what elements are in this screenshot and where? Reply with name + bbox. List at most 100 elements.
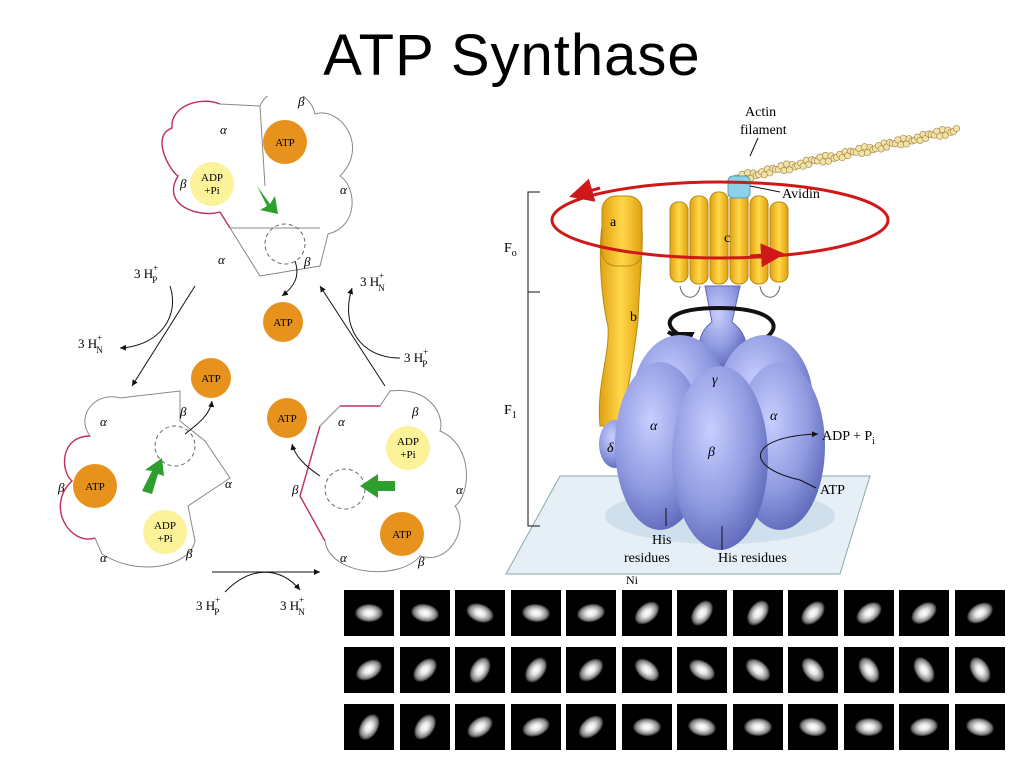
top-complex: ATP ADP +Pi α β β α α β xyxy=(161,96,353,277)
proton-label: 3 H+P xyxy=(196,595,220,616)
beta-label: β xyxy=(57,480,65,495)
video-frame xyxy=(843,590,894,636)
video-frame xyxy=(732,647,783,693)
alpha-label: α xyxy=(100,550,108,565)
fluorescent-spot xyxy=(686,715,718,739)
video-frame xyxy=(621,590,672,636)
alpha-label: α xyxy=(220,122,228,137)
proton-arrow-left xyxy=(119,285,174,351)
his-label: residues xyxy=(624,551,670,566)
atp-ball-free-bl xyxy=(191,358,231,398)
fluorescent-spot xyxy=(409,710,440,744)
his-label: His xyxy=(652,533,671,548)
fluorescent-spot xyxy=(851,597,886,629)
fluorescent-spot xyxy=(743,718,772,736)
video-frame xyxy=(788,647,838,693)
adp-ball-top xyxy=(190,162,234,206)
pi-label-top: +Pi xyxy=(204,185,219,197)
video-frame xyxy=(899,647,949,693)
b-subunit-label: b xyxy=(630,310,637,325)
adp-label-br: ADP xyxy=(397,436,419,448)
beta-label: β xyxy=(417,554,425,569)
avidin-label: Avidin xyxy=(782,187,820,202)
alpha-label-motor: α xyxy=(770,409,778,424)
fo-label: Fo xyxy=(504,241,517,259)
cycle-arrow-right xyxy=(319,285,386,387)
rotation-arrowhead xyxy=(749,243,785,268)
green-arrow xyxy=(257,186,278,214)
video-frame xyxy=(843,704,894,750)
proton-label: 3 H+N xyxy=(360,271,385,293)
video-frame xyxy=(510,590,561,636)
single-molecule-frames xyxy=(344,590,1005,758)
video-frame xyxy=(455,590,505,636)
video-frame xyxy=(732,590,783,636)
fluorescent-spot xyxy=(854,718,883,736)
beta-label: β xyxy=(411,404,419,419)
fluorescent-spot xyxy=(409,601,440,625)
atp-ball-br xyxy=(380,512,424,556)
video-frame xyxy=(566,590,616,636)
delta-label: δ xyxy=(607,441,614,456)
gamma-label: γ xyxy=(712,373,718,388)
fluorescent-spot xyxy=(465,653,495,687)
alpha-label: α xyxy=(340,182,348,197)
fluorescent-spot xyxy=(796,596,830,630)
actin-bead xyxy=(952,124,960,132)
actin-filament xyxy=(733,124,960,183)
video-frame xyxy=(621,647,672,693)
alpha-label: α xyxy=(225,476,233,491)
actin-label: filament xyxy=(740,123,787,138)
atp-ball-top xyxy=(263,120,307,164)
video-frame xyxy=(954,704,1005,750)
alpha-label: α xyxy=(456,482,464,497)
fluorescent-spot xyxy=(853,653,884,687)
fluorescent-spot xyxy=(520,602,551,624)
bottom-left-complex: ATP ADP +Pi α β β α α β xyxy=(57,390,233,568)
f1-bracket xyxy=(527,291,540,527)
fluorescent-spot xyxy=(907,597,941,629)
beta-label-motor: β xyxy=(707,445,715,460)
fluorescent-spot xyxy=(354,710,384,744)
atp-label-bl: ATP xyxy=(85,481,105,493)
video-frame xyxy=(399,590,450,636)
fluorescent-spot xyxy=(962,598,997,628)
alpha-label: α xyxy=(338,414,346,429)
proton-label: 3 H+N xyxy=(280,595,305,616)
fluorescent-spot xyxy=(797,715,829,739)
release-arrow-br xyxy=(290,443,321,477)
video-frame xyxy=(455,647,505,693)
fluorescent-spot xyxy=(355,604,383,622)
atp-ball-free-br xyxy=(267,398,307,438)
fluorescent-spot xyxy=(463,711,497,743)
fo-bracket xyxy=(527,191,540,293)
beta-label: β xyxy=(297,96,305,109)
avidin-block xyxy=(727,175,751,199)
video-frame xyxy=(899,704,949,750)
video-frame xyxy=(566,704,616,750)
video-frame xyxy=(399,704,450,750)
proton-label: 3 H+N xyxy=(78,333,103,355)
fluorescent-spot xyxy=(574,654,608,686)
gamma-rotation-arrow xyxy=(667,305,776,342)
video-frame xyxy=(510,704,561,750)
fluorescent-spot xyxy=(629,654,664,686)
front-beta xyxy=(672,366,768,550)
video-frame xyxy=(344,647,394,693)
video-frame xyxy=(677,647,727,693)
beta-label: β xyxy=(179,176,187,191)
atp-ball-free-top xyxy=(263,302,303,342)
video-frame xyxy=(344,704,394,750)
a-subunit-label: a xyxy=(610,215,617,230)
fluorescent-spot xyxy=(574,711,608,743)
fluorescent-spot xyxy=(632,718,661,736)
fluorescent-spot xyxy=(575,601,607,625)
fluorescent-spot xyxy=(520,653,551,687)
video-frame xyxy=(788,704,838,750)
rotation-ellipse xyxy=(550,180,890,260)
f1-label: F1 xyxy=(504,403,517,421)
video-frame xyxy=(399,647,450,693)
rotary-motor-diagram: Fo F1 b δ a c Avidin Actin filament γ α … xyxy=(504,105,960,586)
fluorescent-spot xyxy=(964,715,995,739)
central-cavity xyxy=(264,223,306,265)
